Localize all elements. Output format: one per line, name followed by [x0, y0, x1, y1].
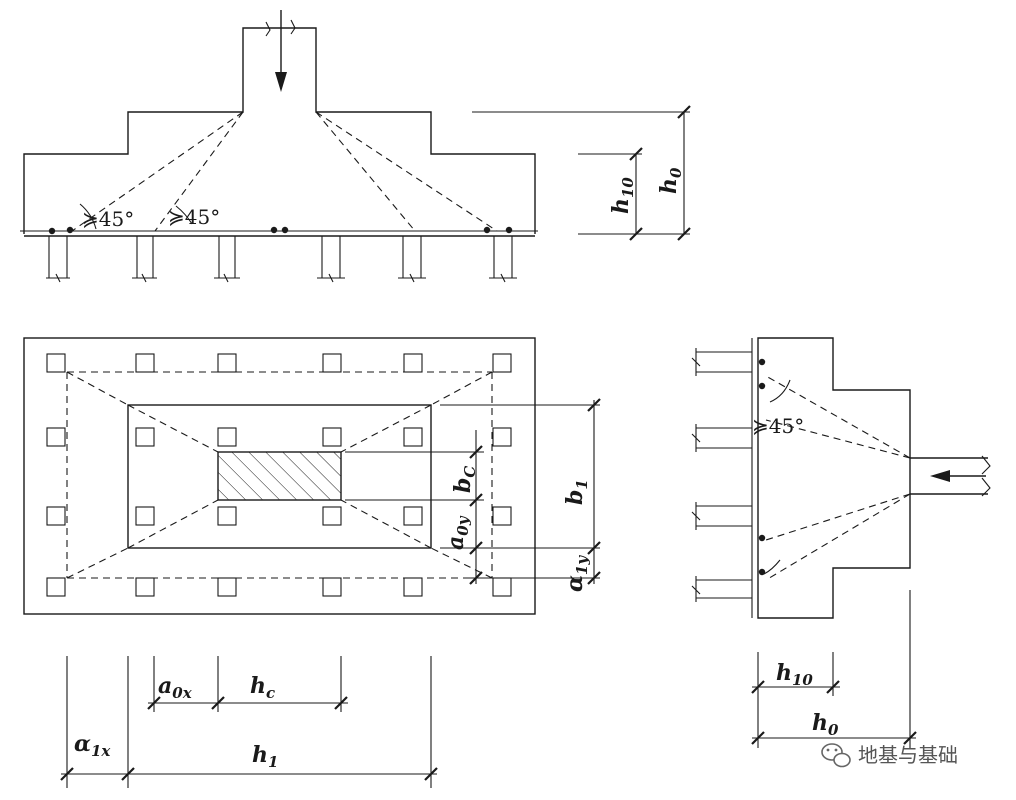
- punching-line: [765, 375, 911, 459]
- break-mark: [265, 21, 271, 37]
- label-bc: bC: [450, 466, 479, 493]
- watermark: 地基与基础: [821, 743, 958, 768]
- break-mark: [981, 477, 991, 497]
- plan-horizontal-ticks: [60, 696, 438, 781]
- elevation-view: ≽45° ≽45° h10 h0: [20, 10, 691, 283]
- side-outline: [757, 337, 911, 619]
- side-dimension-ticks: [751, 680, 917, 745]
- dim-tick: [629, 147, 643, 161]
- side-dimensions: [752, 590, 916, 748]
- plan-vertical-ticks: [469, 398, 601, 585]
- angle-label: ≽45°: [82, 207, 134, 231]
- label-h1: h1: [252, 742, 278, 771]
- angle-label: ≽45°: [168, 205, 220, 229]
- punching-line: [154, 111, 244, 232]
- punching-line: [765, 493, 911, 581]
- label-hc: hc: [250, 673, 275, 702]
- label-h0: h0: [656, 167, 685, 194]
- dim-tick: [629, 227, 643, 241]
- punching-line: [315, 111, 498, 232]
- side-section-view: ≽45° h10 h0: [691, 337, 991, 748]
- rebar-dots: [758, 358, 766, 576]
- plan-view: bC a0y b1 α1y a0x hc α1x h1: [23, 337, 601, 788]
- break-mark: [290, 19, 296, 35]
- cap-outline: [23, 337, 536, 615]
- punching-line: [315, 111, 416, 232]
- angle-arc: [175, 205, 193, 225]
- angle-arc: [763, 559, 781, 575]
- label-b1: b1: [562, 479, 591, 505]
- angle-arc: [79, 203, 97, 230]
- label-h10: h10: [776, 660, 813, 689]
- punching-line: [71, 111, 244, 232]
- label-h0: h0: [812, 710, 839, 739]
- column-section: [217, 451, 342, 501]
- plan-piles: [46, 353, 512, 597]
- punching-line: [765, 419, 911, 459]
- punching-line: [765, 493, 911, 541]
- label-a0y: a0y: [443, 515, 472, 550]
- side-piles: [691, 348, 752, 602]
- angle-label: ≽45°: [752, 414, 804, 438]
- label-a1x: α1x: [74, 731, 111, 760]
- break-mark: [981, 455, 991, 475]
- elevation-outline: [23, 27, 536, 234]
- wechat-icon: [821, 743, 851, 768]
- load-arrowhead: [275, 72, 287, 92]
- elevation-piles: [46, 236, 517, 283]
- rebar-dots: [48, 226, 513, 235]
- angle-arc: [769, 379, 791, 403]
- dim-tick: [677, 227, 691, 241]
- plan-horizontal-dimensions: [61, 656, 437, 788]
- dim-tick: [677, 105, 691, 119]
- pedestal-outline: [127, 404, 432, 549]
- punching-pyramid-lines: [66, 371, 493, 579]
- load-arrowhead: [930, 470, 950, 482]
- label-a1y: α1y: [562, 555, 591, 592]
- watermark-text: 地基与基础: [858, 743, 958, 767]
- label-h10: h10: [608, 177, 637, 214]
- label-a0x: a0x: [158, 673, 193, 702]
- plan-vertical-dimensions: [345, 400, 600, 584]
